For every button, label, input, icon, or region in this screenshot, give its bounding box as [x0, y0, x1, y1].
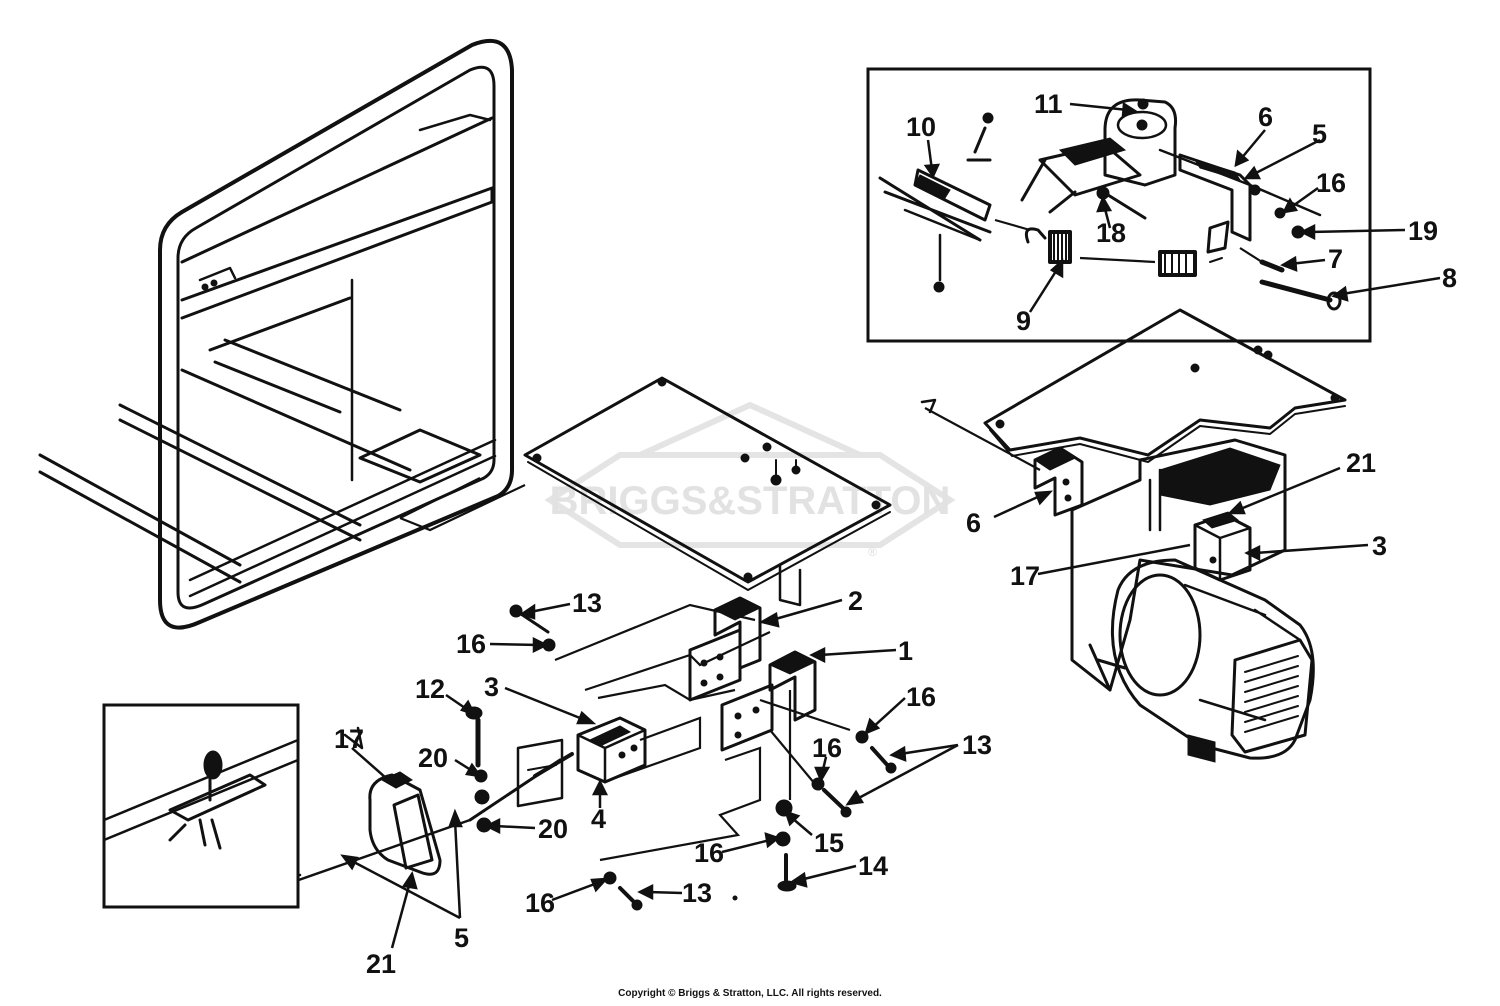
- callout-10: 10: [906, 112, 936, 142]
- callout-19: 19: [1408, 216, 1438, 246]
- callout-11: 11: [1034, 89, 1063, 119]
- callout-13-bottom: 13: [682, 878, 712, 908]
- generator-frame: [38, 39, 514, 630]
- callout-20-top: 20: [418, 743, 448, 773]
- callout-21-right: 21: [1346, 448, 1376, 478]
- callout-3-right: 3: [1372, 531, 1387, 561]
- callout-labels: 1 2 3 3 4 5 5 6 6 7 8 9 10 11 12 13 13 1…: [334, 89, 1457, 979]
- callout-5-bottom: 5: [454, 923, 469, 953]
- callout-16-mid: 16: [812, 733, 842, 763]
- callout-16-inset: 16: [1316, 168, 1346, 198]
- watermark-registered-mark: ®: [868, 545, 877, 559]
- hardware: [465, 604, 897, 911]
- leader-lines: [340, 101, 1441, 949]
- callout-1: 1: [898, 636, 913, 666]
- callout-20-bottom: 20: [538, 814, 568, 844]
- callout-16-lower: 16: [694, 838, 724, 868]
- callout-15: 15: [814, 828, 844, 858]
- callout-17-left: 17: [334, 724, 364, 754]
- bracket-2: [688, 596, 762, 702]
- callout-18: 18: [1096, 218, 1126, 248]
- callout-14: 14: [858, 851, 888, 881]
- callout-8: 8: [1442, 263, 1457, 293]
- callout-13-right: 13: [962, 730, 992, 760]
- control-panel-plate: [523, 376, 892, 607]
- callout-7: 7: [1328, 244, 1343, 274]
- callout-16-top: 16: [456, 629, 486, 659]
- callout-6-right: 6: [966, 508, 981, 538]
- callout-13-top: 13: [572, 588, 602, 618]
- bracket-1: [720, 650, 817, 752]
- callout-5-inset: 5: [1312, 119, 1327, 149]
- callout-12: 12: [415, 674, 445, 704]
- callout-16-right: 16: [906, 682, 936, 712]
- inset-wire-clip: [102, 703, 300, 909]
- receptacle-3-right: [1193, 511, 1252, 582]
- callout-4: 4: [591, 804, 606, 834]
- copyright-notice: Copyright © Briggs & Stratton, LLC. All …: [618, 988, 882, 999]
- callout-16-bottom: 16: [525, 888, 555, 918]
- generator-base-plate: [920, 308, 1347, 471]
- callout-2: 2: [848, 586, 863, 616]
- callout-9: 9: [1016, 306, 1031, 336]
- receptacle-3: [576, 716, 647, 784]
- callout-6-inset: 6: [1258, 102, 1273, 132]
- alternator: [1070, 438, 1315, 763]
- callout-21-bottom: 21: [366, 949, 396, 979]
- callout-17-right: 17: [1010, 561, 1040, 591]
- bracket-6-right: [1033, 446, 1084, 517]
- callout-3-left: 3: [484, 672, 499, 702]
- watermark-text: BRIGGS&STRATTON: [550, 479, 951, 523]
